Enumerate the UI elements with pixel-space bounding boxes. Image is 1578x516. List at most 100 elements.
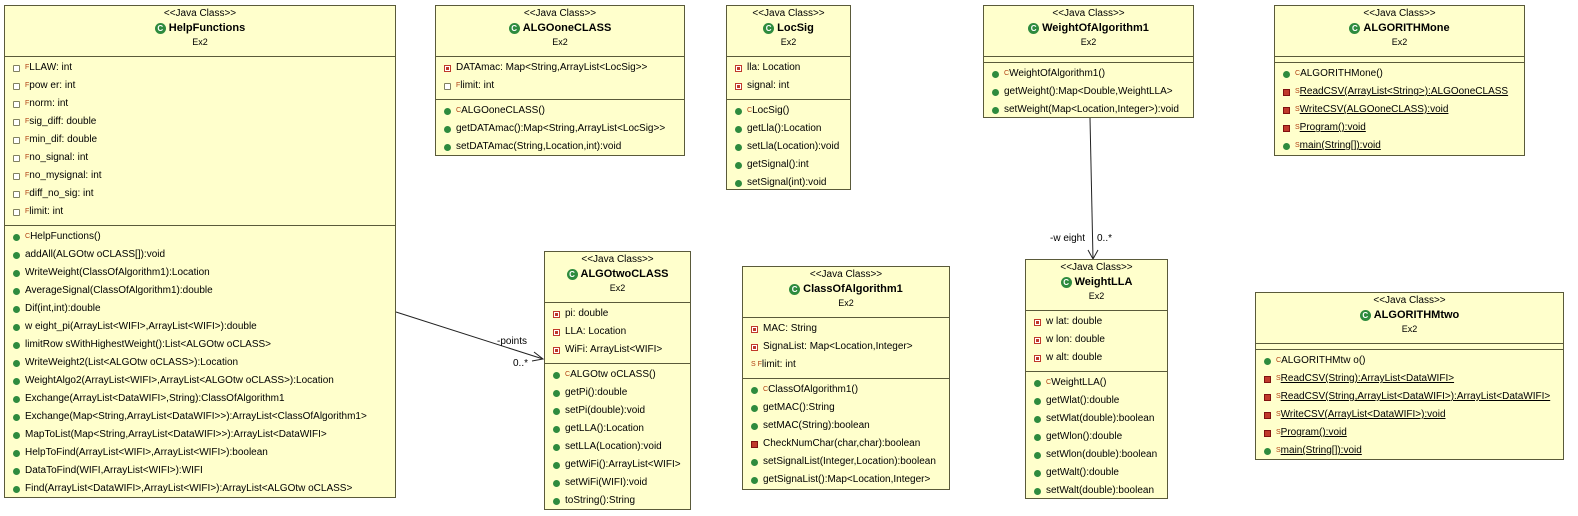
public-icon xyxy=(13,251,20,259)
class-name: WeightOfAlgorithm1 xyxy=(1042,22,1149,34)
method-row[interactable]: Exchange(ArrayList<DataWIFI>,String):Cla… xyxy=(5,390,395,408)
method-row[interactable]: DataToFind(WIFI,ArrayList<WIFI>):WIFI xyxy=(5,462,395,480)
method-row[interactable]: setWalt(double):boolean xyxy=(1026,482,1167,500)
attribute-row[interactable]: lla: Location xyxy=(727,59,850,77)
method-row[interactable]: getWlat():double xyxy=(1026,392,1167,410)
method-row[interactable]: limitRow sWithHighestWeight():List<ALGOt… xyxy=(5,336,395,354)
final-icon: F xyxy=(456,82,461,89)
attribute-row[interactable]: w lat: double xyxy=(1026,313,1167,331)
attribute-row[interactable]: DATAmac: Map<String,ArrayList<LocSig>> xyxy=(436,59,684,77)
method-row[interactable]: MapToList(Map<String,ArrayList<DataWIFI>… xyxy=(5,426,395,444)
method-row[interactable]: Dif(int,int):double xyxy=(5,300,395,318)
attribute-row[interactable]: MAC: String xyxy=(743,320,949,338)
method-row[interactable]: setWiFi(WIFI):void xyxy=(545,474,690,492)
method-row[interactable]: WeightAlgo2(ArrayList<WIFI>,ArrayList<AL… xyxy=(5,372,395,390)
method-row[interactable]: Find(ArrayList<DataWIFI>,ArrayList<WIFI>… xyxy=(5,480,395,498)
method-row[interactable]: addAll(ALGOtw oCLASS[]):void xyxy=(5,246,395,264)
method-row[interactable]: WriteWeight2(List<ALGOtw oCLASS>):Locati… xyxy=(5,354,395,372)
method-row[interactable]: getLla():Location xyxy=(727,120,850,138)
attributes-section: pi: double LLA: Location WiFi: ArrayList… xyxy=(545,302,690,363)
method-row[interactable]: setWlat(double):boolean xyxy=(1026,410,1167,428)
attribute-row[interactable]: pi: double xyxy=(545,305,690,323)
method-row[interactable]: getSignal():int xyxy=(727,156,850,174)
method-row[interactable]: getLLA():Location xyxy=(545,420,690,438)
method-row[interactable]: WriteWeight(ClassOfAlgorithm1):Location xyxy=(5,264,395,282)
final-icon: F xyxy=(25,190,30,197)
method-row[interactable]: getMAC():String xyxy=(743,399,949,417)
method-row[interactable]: setSignalList(Integer,Location):boolean xyxy=(743,453,949,471)
attribute-row[interactable]: LLA: Location xyxy=(545,323,690,341)
method-row[interactable]: setLLA(Location):void xyxy=(545,438,690,456)
method-row[interactable]: getDATAmac():Map<String,ArrayList<LocSig… xyxy=(436,120,684,138)
method-row[interactable]: setPi(double):void xyxy=(545,402,690,420)
method-row[interactable]: getWalt():double xyxy=(1026,464,1167,482)
method-row[interactable]: getWlon():double xyxy=(1026,428,1167,446)
attribute-row[interactable]: WiFi: ArrayList<WIFI> xyxy=(545,341,690,359)
method-row[interactable]: AverageSignal(ClassOfAlgorithm1):double xyxy=(5,282,395,300)
package-private-icon xyxy=(13,64,20,72)
method-row[interactable]: CheckNumChar(char,char):boolean xyxy=(743,435,949,453)
attribute-row[interactable]: signal: int xyxy=(727,77,850,95)
method-row[interactable]: w eight_pi(ArrayList<WIFI>,ArrayList<WIF… xyxy=(5,318,395,336)
method-row[interactable]: getPi():double xyxy=(545,384,690,402)
method-row[interactable]: setSignal(int):void xyxy=(727,174,850,192)
attribute-row[interactable]: w alt: double xyxy=(1026,349,1167,367)
method-row[interactable]: getWeight():Map<Double,WeightLLA> xyxy=(984,83,1193,101)
method-row[interactable]: setMAC(String):boolean xyxy=(743,417,949,435)
final-icon: F xyxy=(25,100,30,107)
method-row[interactable]: Exchange(Map<String,ArrayList<DataWIFI>>… xyxy=(5,408,395,426)
attribute-row[interactable]: SignaList: Map<Location,Integer> xyxy=(743,338,949,356)
method-row[interactable]: setDATAmac(String,Location,int):void xyxy=(436,138,684,156)
method-row[interactable]: HelpToFind(ArrayList<WIFI>,ArrayList<WIF… xyxy=(5,444,395,462)
method-row[interactable]: getWiFi():ArrayList<WIFI> xyxy=(545,456,690,474)
method-row[interactable]: setWeight(Map<Location,Integer>):void xyxy=(984,101,1193,119)
method-row[interactable]: toString():String xyxy=(545,492,690,510)
static-icon: S xyxy=(1276,429,1281,436)
private-static-icon xyxy=(1264,393,1271,401)
attribute-row[interactable]: w lon: double xyxy=(1026,331,1167,349)
method-row[interactable]: setWlon(double):boolean xyxy=(1026,446,1167,464)
method-row[interactable]: setLla(Location):void xyxy=(727,138,850,156)
method-row[interactable]: getSignaList():Map<Location,Integer> xyxy=(743,471,949,489)
